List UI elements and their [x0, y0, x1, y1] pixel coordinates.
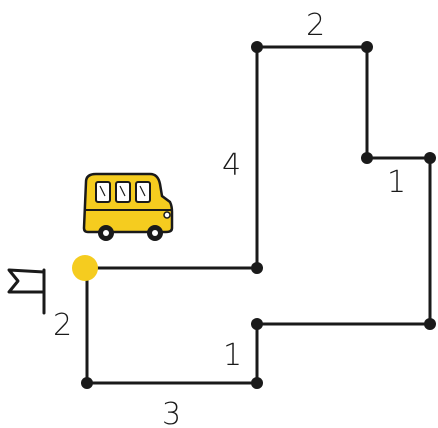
segment-label-right-step: 1 [387, 165, 406, 200]
segment-label-left-upper: 4 [222, 148, 241, 183]
segment-label-lower-step: 1 [223, 338, 242, 373]
flag-icon [7, 268, 46, 315]
school-bus-icon [82, 172, 174, 241]
vertex [424, 318, 436, 330]
vertex [81, 377, 93, 389]
vertex [361, 152, 373, 164]
vertex [251, 262, 263, 274]
vertex [424, 152, 436, 164]
vertex [251, 318, 263, 330]
start-point [72, 255, 98, 281]
vertex [251, 377, 263, 389]
vertex [361, 41, 373, 53]
segment-label-bottom: 3 [162, 397, 181, 428]
vertex [251, 41, 263, 53]
segment-label-top: 2 [306, 8, 325, 43]
segment-label-left-lower: 2 [53, 308, 72, 343]
route-vertices [81, 41, 436, 389]
